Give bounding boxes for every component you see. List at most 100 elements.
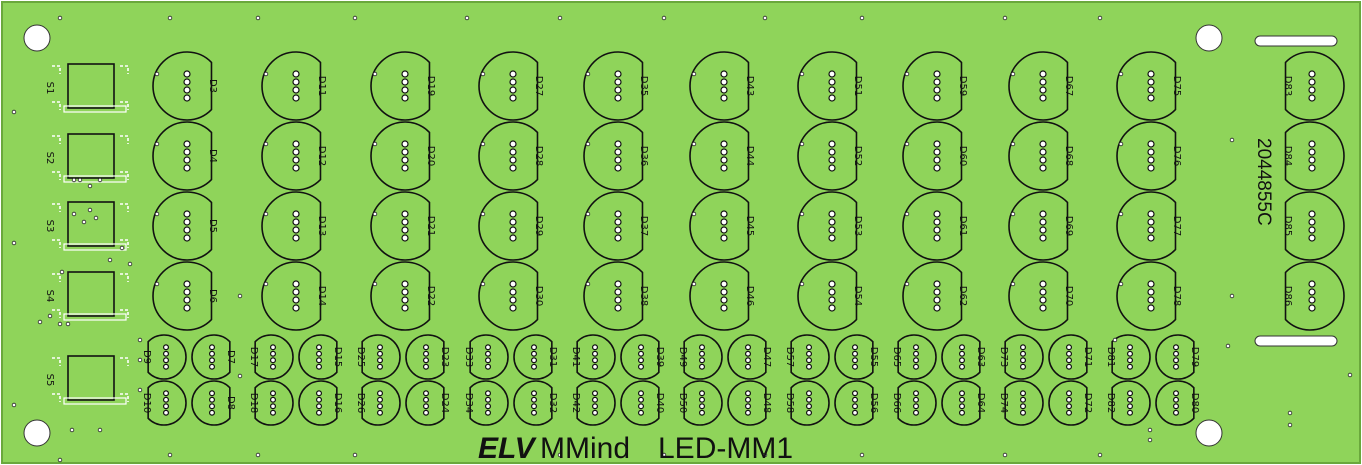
led-d54: D54 [797, 261, 863, 331]
led-label: D73 [998, 347, 1009, 367]
led-label: D21 [425, 216, 436, 236]
small-led-d73: D73 [998, 334, 1044, 380]
product-name: MMind [540, 432, 630, 465]
small-led-d64: D64 [941, 380, 986, 426]
led-label: D24 [439, 393, 450, 413]
led-d69: D69 [1008, 191, 1074, 261]
led-label: D36 [638, 146, 649, 166]
small-led-d18: D18 [248, 380, 294, 426]
led-label: D16 [332, 393, 343, 413]
led-label: D6 [207, 289, 218, 303]
led-label: D41 [570, 347, 581, 367]
switch-label: S2 [44, 152, 55, 165]
switch-s5: S5 [44, 355, 129, 405]
led-d68: D68 [1008, 121, 1074, 191]
led-label: D49 [677, 347, 688, 367]
led-label: D52 [852, 146, 863, 166]
small-led-d34: D34 [463, 380, 509, 426]
led-label: D26 [355, 393, 366, 413]
led-label: D78 [1171, 286, 1182, 306]
led-d83: D83 [1282, 51, 1345, 121]
switch-label: S4 [44, 290, 55, 303]
small-led-d72: D72 [1048, 380, 1093, 426]
led-label: D54 [852, 286, 863, 306]
led-label: D37 [638, 216, 649, 236]
small-led-d58: D58 [784, 380, 830, 426]
led-d38: D38 [583, 261, 649, 331]
led-label: D81 [1105, 347, 1116, 367]
small-led-d8: D8 [191, 380, 236, 426]
led-label: D11 [316, 76, 327, 96]
led-d28: D28 [478, 121, 544, 191]
led-label: D80 [1189, 393, 1200, 413]
led-d12: D12 [261, 121, 327, 191]
led-label: D45 [744, 216, 755, 236]
led-label: D86 [1282, 286, 1293, 306]
led-label: D5 [207, 219, 218, 233]
led-label: D13 [316, 216, 327, 236]
led-label: D50 [677, 393, 688, 413]
led-label: D75 [1171, 76, 1182, 96]
switch-label: S5 [44, 374, 55, 387]
led-label: D66 [891, 393, 902, 413]
small-led-d15: D15 [298, 334, 343, 380]
led-label: D33 [463, 347, 474, 367]
switch-s3: S3 [44, 201, 129, 251]
via-dots [11, 15, 1353, 463]
led-label: D83 [1282, 76, 1293, 96]
led-label: D44 [744, 146, 755, 166]
brand-logo: ELV [478, 432, 538, 465]
small-led-d80: D80 [1155, 380, 1200, 426]
led-label: D67 [1063, 76, 1074, 96]
led-label: D57 [784, 347, 795, 367]
small-led-d25: D25 [355, 334, 401, 380]
led-label: D48 [761, 393, 772, 413]
led-d51: D51 [797, 51, 863, 121]
small-led-d49: D49 [677, 334, 723, 380]
led-d35: D35 [583, 51, 649, 121]
small-led-d55: D55 [834, 334, 879, 380]
led-d14: D14 [261, 261, 327, 331]
small-led-d56: D56 [834, 380, 879, 426]
led-label: D43 [744, 76, 755, 96]
led-d77: D77 [1116, 191, 1182, 261]
led-label: D3 [207, 79, 218, 93]
small-led-d7: D7 [191, 334, 236, 380]
mounting-hole [23, 419, 51, 447]
led-label: D58 [784, 393, 795, 413]
led-label: D9 [141, 350, 152, 364]
small-led-d82: D82 [1105, 380, 1151, 426]
led-label: D7 [225, 350, 236, 364]
led-label: D32 [547, 393, 558, 413]
led-label: D70 [1063, 286, 1074, 306]
large-led-matrix: D3D4D5D6D11D12D13D14D19D20D21D22D27D28D2… [152, 51, 1182, 331]
led-label: D72 [1082, 393, 1093, 413]
small-led-d39: D39 [620, 334, 665, 380]
led-label: D19 [425, 76, 436, 96]
led-d78: D78 [1116, 261, 1182, 331]
led-d27: D27 [478, 51, 544, 121]
led-label: D68 [1063, 146, 1074, 166]
led-label: D17 [248, 347, 259, 367]
led-label: D47 [761, 347, 772, 367]
switch-s1: S1 [44, 63, 129, 113]
led-d20: D20 [370, 121, 436, 191]
mounting-hole [1195, 419, 1223, 447]
led-label: D20 [425, 146, 436, 166]
led-label: D25 [355, 347, 366, 367]
led-label: D56 [868, 393, 879, 413]
led-label: D64 [975, 393, 986, 413]
led-label: D65 [891, 347, 902, 367]
led-label: D42 [570, 393, 581, 413]
led-d19: D19 [370, 51, 436, 121]
led-d59: D59 [902, 51, 968, 121]
led-label: D14 [316, 286, 327, 306]
led-d6: D6 [152, 261, 218, 331]
model-name: LED-MM1 [658, 432, 793, 465]
mounting-hole [1195, 24, 1223, 52]
led-label: D74 [998, 393, 1009, 413]
led-d30: D30 [478, 261, 544, 331]
